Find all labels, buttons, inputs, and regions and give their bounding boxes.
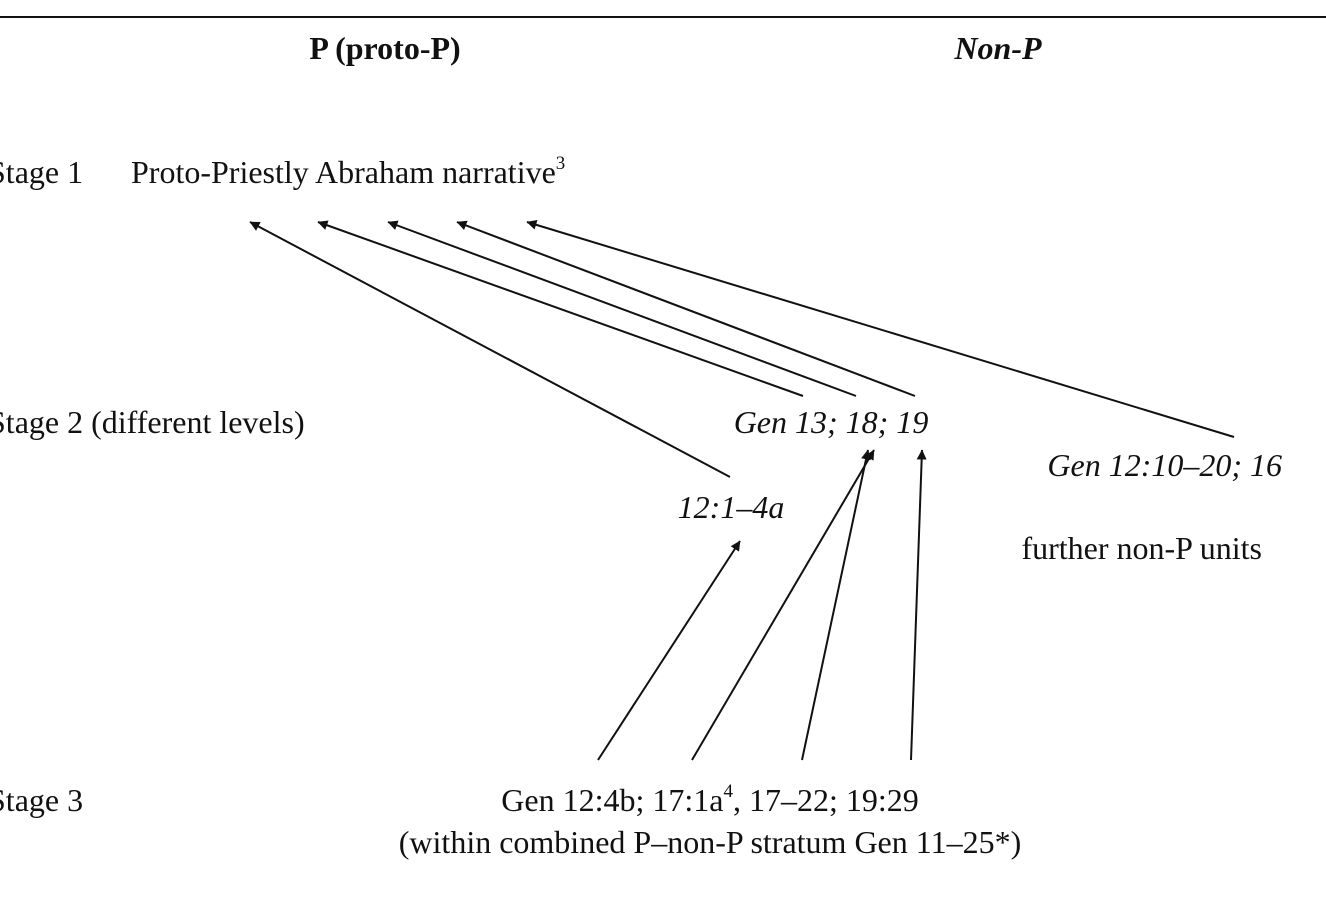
footnote-4: 4 (723, 781, 733, 802)
arrow-gen-12-1-4a-to-proto-priestly-1 (249, 221, 731, 478)
p-column-header: P (proto-P) (309, 30, 461, 66)
nonp-column-header: Non-P (954, 30, 1042, 66)
proto-priestly-node: Proto-Priestly Abraham narrative3 (131, 153, 566, 196)
arrow-stage3-refs-to-gen-13-18-19-7 (691, 449, 875, 761)
top-rule (0, 16, 1326, 18)
gen-12-1-4a-node: 12:1–4a (677, 489, 785, 525)
footnote-3: 3 (555, 153, 566, 174)
arrow-gen-13-18-19-to-proto-priestly-4 (456, 220, 916, 397)
stage-2-label: Stage 2 (different levels) (0, 404, 305, 440)
stage-3-references-node: Gen 12:4b; 17:1a4, 17–22; 19:29 (501, 781, 919, 824)
arrow-stage3-refs-to-gen-13-18-19-9 (910, 449, 927, 761)
arrow-stage3-refs-to-gen-13-18-19-8 (801, 449, 871, 761)
stage-3-label: Stage 3 (0, 782, 84, 818)
stage-3-refs-part2: , 17–22; 19:29 (732, 782, 919, 818)
stage-3-refs-part1: Gen 12:4b; 17:1a (501, 782, 724, 818)
gen-13-18-19-node: Gen 13; 18; 19 (733, 404, 929, 440)
proto-priestly-text: Proto-Priestly Abraham narrative (131, 154, 556, 190)
arrow-stage3-refs-to-gen-12-1-4a-6 (597, 540, 741, 761)
gen-12-10-20-16-node: Gen 12:10–20; 16 (1047, 447, 1282, 483)
stage-3-stratum-note: (within combined P–non-P stratum Gen 11–… (398, 824, 1022, 860)
stage-1-label: Stage 1 (0, 154, 84, 190)
arrow-gen-12-10-20-16-to-proto-priestly-5 (526, 219, 1235, 438)
arrow-gen-13-18-19-to-proto-priestly-3 (387, 220, 857, 397)
further-nonp-units-node: further non-P units (1021, 530, 1262, 566)
arrow-gen-13-18-19-to-proto-priestly-2 (317, 220, 804, 397)
